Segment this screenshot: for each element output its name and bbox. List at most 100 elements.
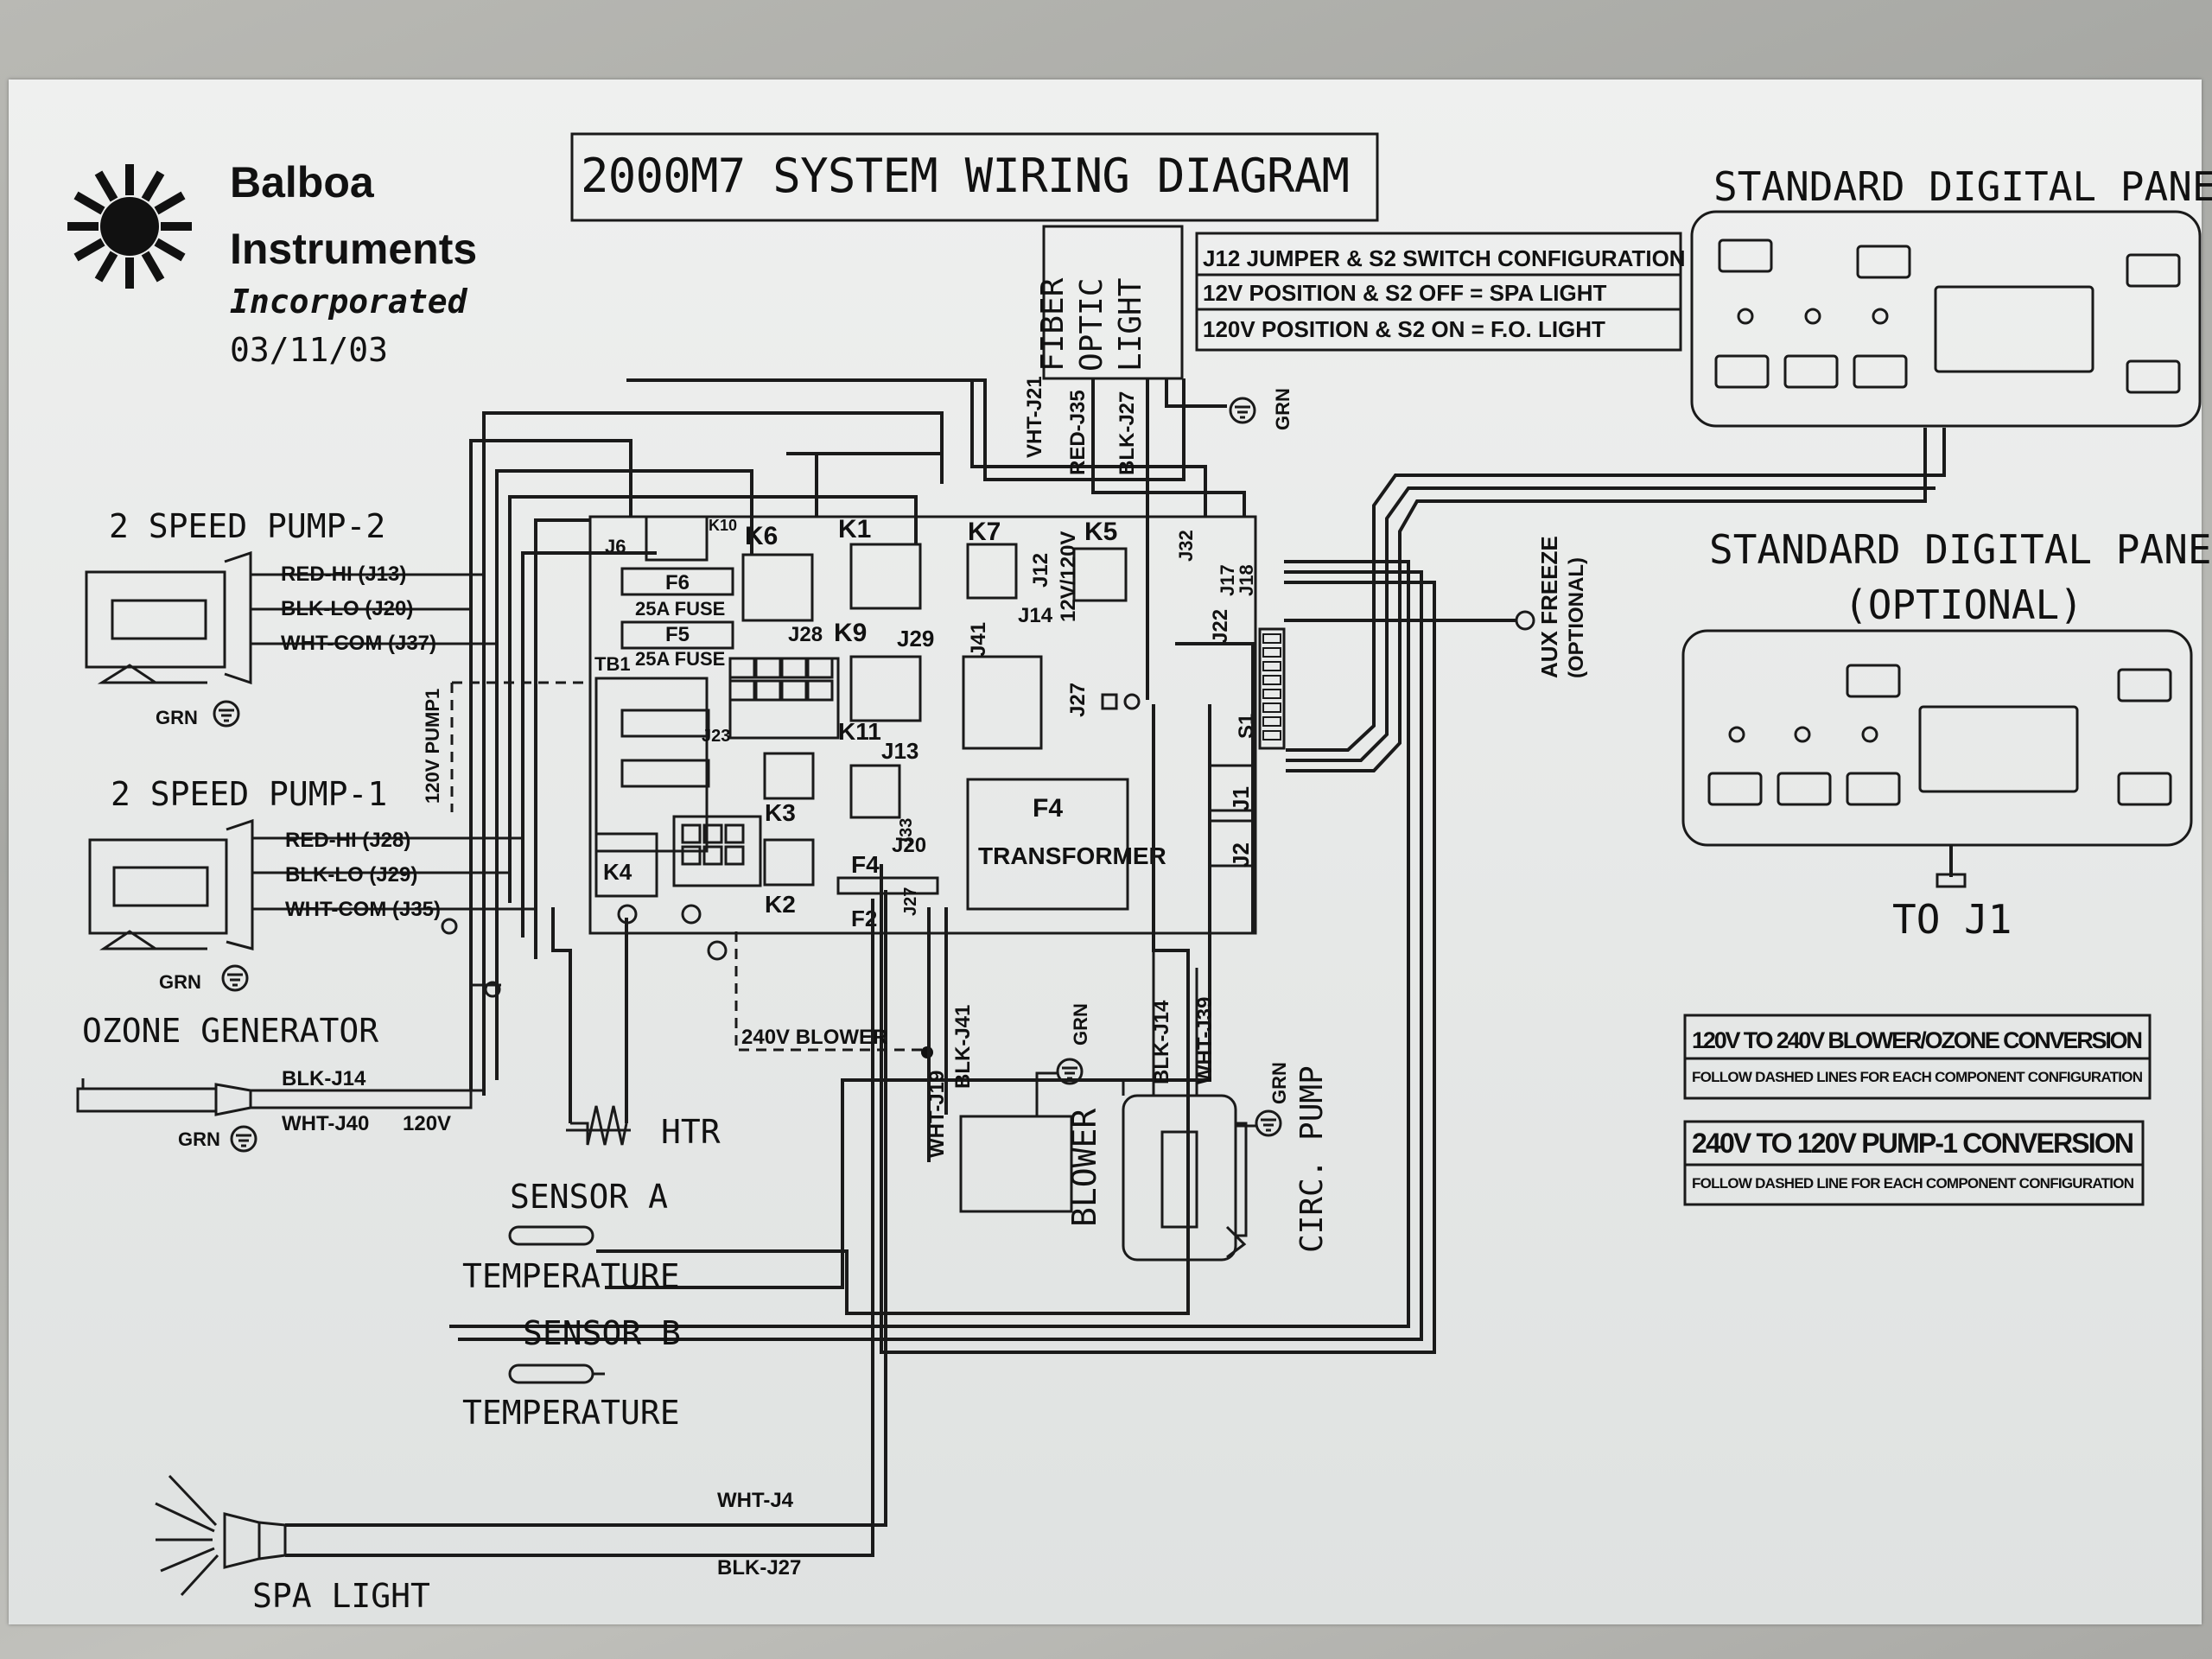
ground-icon xyxy=(1229,397,1256,424)
panel1-indicator xyxy=(1737,308,1754,325)
ozone-wht: WHT-J40 xyxy=(282,1112,369,1135)
ground-icon xyxy=(1056,1058,1084,1085)
fiber-grn: GRN xyxy=(1272,388,1294,430)
wire-harness xyxy=(285,378,1946,1557)
label-f4b: F4 xyxy=(851,851,880,878)
pump1-red: RED-HI (J28) xyxy=(285,829,410,852)
label-fuse6: 25A FUSE xyxy=(635,598,725,620)
label-j18: J18 xyxy=(1236,564,1257,596)
label-j1: J1 xyxy=(1228,786,1254,811)
heater-element xyxy=(566,1105,631,1146)
label-12v120v: 12V/120V xyxy=(1057,531,1080,622)
pump1-grn: GRN xyxy=(159,971,201,993)
label-j27b: J27 xyxy=(901,887,920,916)
panel1-indicator xyxy=(1804,308,1821,325)
htr-label: HTR xyxy=(661,1113,721,1151)
pump1-blk: BLK-LO (J29) xyxy=(285,863,417,887)
panel1-button xyxy=(2126,359,2181,394)
digital-panel-1 xyxy=(1690,210,2202,428)
blower-grn: GRN xyxy=(1070,1003,1091,1046)
label-j13: J13 xyxy=(881,738,918,764)
fiber-label-2: OPTIC xyxy=(1074,278,1109,372)
label-j12: J12 xyxy=(1029,553,1052,588)
blower-title: BLOWER xyxy=(1065,1109,1103,1227)
panel1-title: STANDARD DIGITAL PANEL xyxy=(1713,163,2212,210)
label-k3: K3 xyxy=(765,799,796,826)
panel1-button xyxy=(1853,354,1908,389)
label-j33: J33 xyxy=(897,818,916,847)
blower-240v: 240V BLOWER xyxy=(741,1026,887,1049)
label-fuse5: 25A FUSE xyxy=(635,648,725,670)
label-j17: J17 xyxy=(1217,564,1238,596)
label-k7: K7 xyxy=(968,518,1001,546)
relay-k2b xyxy=(849,764,901,819)
jumper-row1: 12V POSITION & S2 OFF = SPA LIGHT xyxy=(1203,280,1606,306)
panel2-indicator xyxy=(1861,726,1878,743)
label-f4: F4 xyxy=(1033,794,1063,823)
label-k9: K9 xyxy=(834,619,867,647)
sensor-a-sub: TEMPERATURE xyxy=(462,1257,680,1295)
ozone-title: OZONE GENERATOR xyxy=(82,1012,378,1050)
sensor-a-title: SENSOR A xyxy=(510,1178,668,1216)
panel2-button xyxy=(1707,772,1763,806)
relay-k5 xyxy=(1072,547,1128,602)
panel1-display xyxy=(1934,285,2094,373)
label-j32: J32 xyxy=(1175,530,1197,562)
panel2-indicator xyxy=(1728,726,1745,743)
label-k4: K4 xyxy=(603,859,632,885)
conversion-box-1: 120V TO 240V BLOWER/OZONE CONVERSION FOL… xyxy=(1683,1014,2152,1100)
logo-line1: Balboa xyxy=(230,158,375,207)
relay-k3 xyxy=(763,752,815,800)
relay-k7 xyxy=(966,543,1018,600)
fiber-optic-box xyxy=(1042,225,1184,380)
label-f6: F6 xyxy=(665,571,690,594)
fiber-blk: BLK-J27 xyxy=(1116,391,1139,475)
label-j22: J22 xyxy=(1209,609,1232,644)
label-f5: F5 xyxy=(665,623,690,646)
conv1-sub: FOLLOW DASHED LINES FOR EACH COMPONENT C… xyxy=(1692,1069,2143,1085)
panel2-title2: (OPTIONAL) xyxy=(1844,582,2083,628)
relay-k11 xyxy=(849,655,922,722)
aux-optional-label: (OPTIONAL) xyxy=(1565,557,1588,678)
sensor-b-probe xyxy=(508,1363,594,1384)
label-j14: J14 xyxy=(1018,604,1053,627)
panel2-button xyxy=(1777,772,1832,806)
fiber-vht: VHT-J21 xyxy=(1023,376,1046,458)
title-box xyxy=(570,132,1379,222)
panel1-button xyxy=(1718,238,1773,273)
pump1-title: 2 SPEED PUMP-1 xyxy=(111,775,387,813)
board-outline xyxy=(588,515,1257,935)
label-j23: J23 xyxy=(702,727,730,746)
pump1-motor xyxy=(88,818,254,950)
pump2-title: 2 SPEED PUMP-2 xyxy=(109,507,385,545)
pump2-motor xyxy=(85,550,252,685)
label-k1: K1 xyxy=(838,515,871,543)
control-board: K6 K1 K7 K5 K9 K11 K3 K2 K4 K10 J6 F6 25… xyxy=(588,515,1286,961)
sensor-b-sub: TEMPERATURE xyxy=(462,1394,680,1432)
logo-line3: Incorporated xyxy=(230,283,468,321)
sunburst-icon xyxy=(67,164,192,289)
panel2-button xyxy=(2117,668,2172,702)
circ-blk: BLK-J14 xyxy=(1150,1000,1173,1084)
ozone-v: 120V xyxy=(403,1112,451,1135)
panel2-button xyxy=(1846,772,1901,806)
switch-s1 xyxy=(1258,627,1286,750)
jumper-table: J12 JUMPER & S2 SWITCH CONFIGURATION 12V… xyxy=(1195,232,1686,352)
label-j27: J27 xyxy=(1066,683,1090,717)
ozone-grn: GRN xyxy=(178,1128,220,1150)
ground-icon xyxy=(230,1125,257,1153)
panel2-display xyxy=(1918,705,2079,793)
spa-light-wht: WHT-J4 xyxy=(717,1489,794,1512)
label-j2: J2 xyxy=(1228,842,1254,868)
conv1-title: 120V TO 240V BLOWER/OZONE CONVERSION xyxy=(1692,1027,2143,1053)
logo-date: 03/11/03 xyxy=(230,331,388,369)
pump1-120v-label: 120V PUMP1 xyxy=(422,689,443,804)
pump2-blk: BLK-LO (J20) xyxy=(281,597,413,620)
label-transformer: TRANSFORMER xyxy=(978,842,1166,869)
label-k11: K11 xyxy=(838,718,881,745)
ground-icon xyxy=(213,700,240,728)
pump2-grn: GRN xyxy=(156,707,198,728)
panel2-indicator xyxy=(1794,726,1811,743)
panel2-button xyxy=(2117,772,2172,806)
diagram-sheet xyxy=(9,79,2202,1624)
